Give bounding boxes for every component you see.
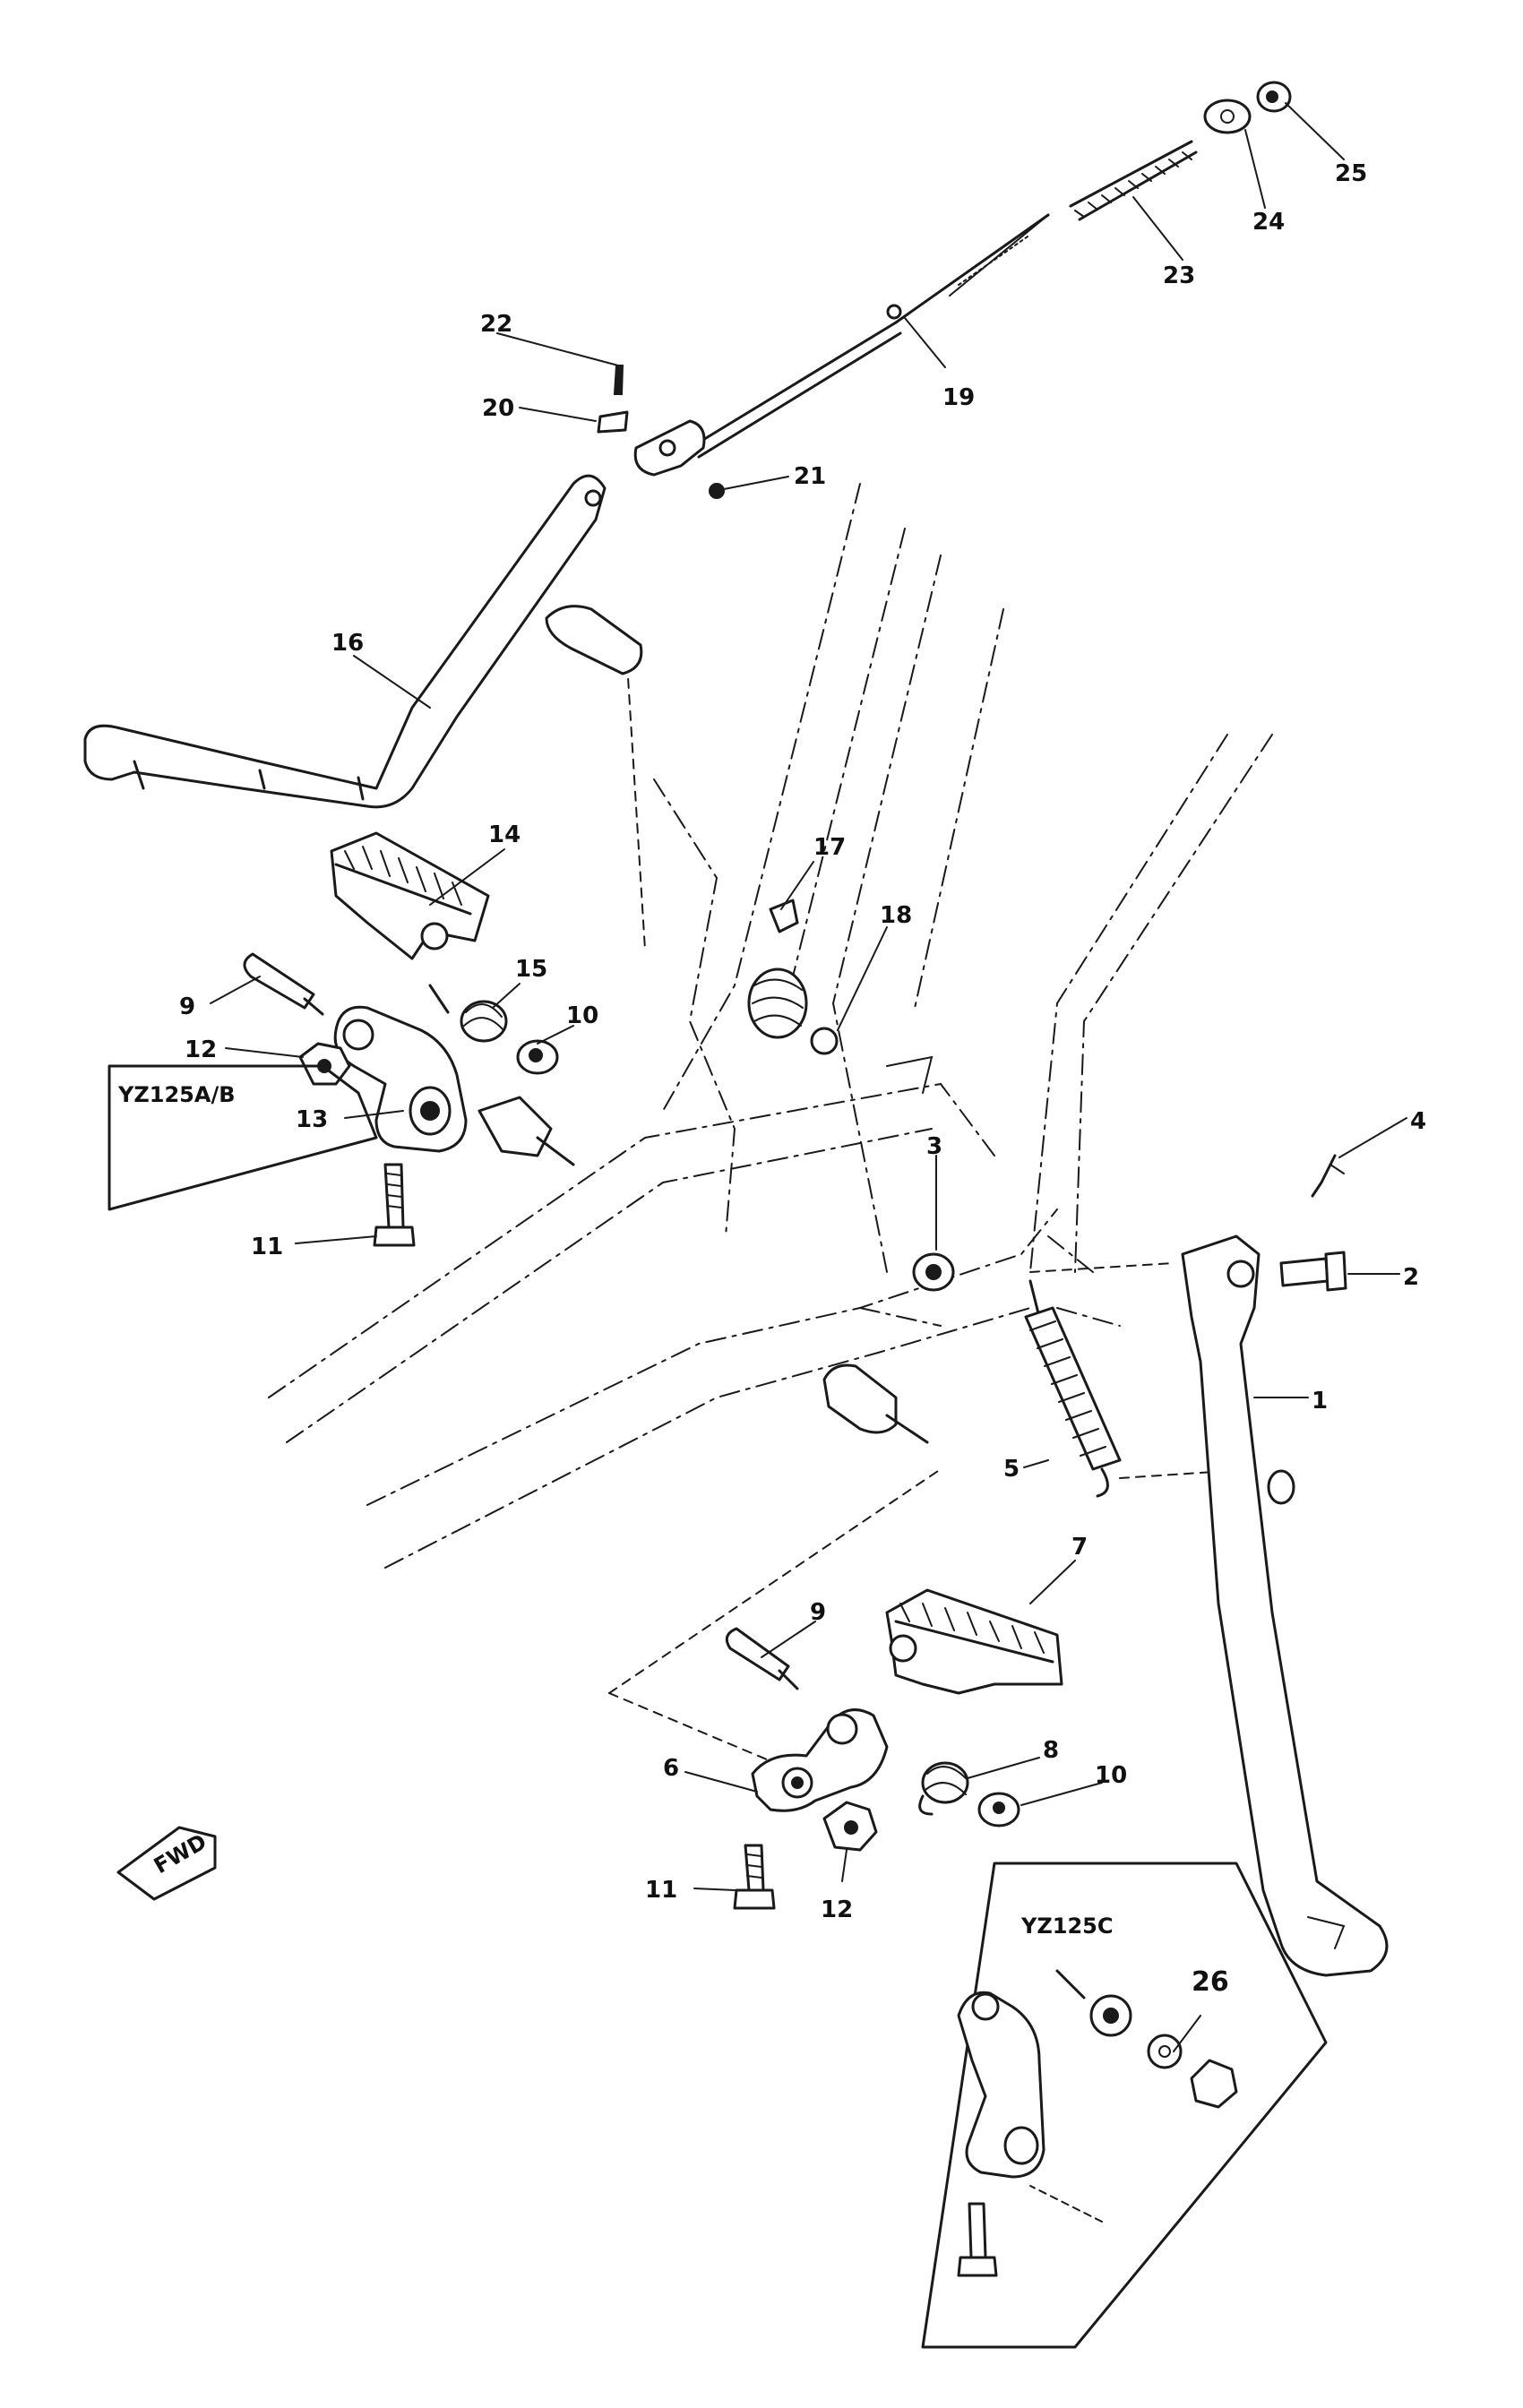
callout-15: 15 — [515, 956, 547, 983]
callout-3: 3 — [926, 1133, 942, 1160]
footrest-bracket-6 — [751, 1708, 889, 1812]
frame-phantom — [268, 483, 1273, 1569]
brake-rod-19 — [688, 213, 1050, 459]
callout-19: 19 — [942, 384, 975, 411]
callout-17: 17 — [813, 834, 846, 861]
adjuster-24 — [1203, 99, 1252, 134]
callout-23: 23 — [1163, 262, 1195, 289]
pin-9-right — [725, 1627, 799, 1690]
callout-21: 21 — [794, 463, 826, 490]
callout-9-right: 9 — [810, 1599, 826, 1626]
callout-24: 24 — [1252, 209, 1285, 236]
cotter-pin-4 — [1311, 1154, 1345, 1198]
sidestand-1 — [1181, 1234, 1389, 1977]
rod-spring-23 — [1069, 140, 1198, 221]
callout-12-right: 12 — [821, 1896, 853, 1923]
yz125c-inset — [921, 1862, 1328, 2349]
model-label-yz125c: YZ125C — [1020, 1914, 1114, 1939]
callout-labels: 1 2 3 4 5 6 7 8 9 9 10 10 11 11 12 12 13… — [179, 160, 1426, 1998]
nut-10-left — [516, 1039, 559, 1075]
nut-12-right — [822, 1801, 878, 1852]
callout-6: 6 — [663, 1755, 679, 1782]
callout-11-right: 11 — [645, 1877, 677, 1904]
callout-1: 1 — [1312, 1388, 1328, 1415]
bolt-2 — [1279, 1251, 1347, 1292]
clevis-assembly — [597, 365, 725, 499]
bolt-11-right — [733, 1844, 776, 1910]
nut-25 — [1256, 81, 1292, 113]
brake-pedal-16 — [83, 474, 643, 809]
callout-26: 26 — [1192, 1966, 1229, 1998]
footrest-7 — [885, 1588, 1063, 1695]
bolt-11-left — [373, 1163, 416, 1247]
callout-2: 2 — [1403, 1264, 1419, 1291]
nut-10-right — [977, 1792, 1020, 1828]
callout-16: 16 — [331, 630, 364, 657]
callout-12-left: 12 — [185, 1036, 217, 1063]
callout-25: 25 — [1335, 160, 1367, 187]
pivot-shaft — [822, 1363, 929, 1444]
spring-15 — [428, 984, 508, 1043]
footrest-14 — [330, 831, 490, 960]
callout-18: 18 — [880, 902, 912, 929]
model-label-yz125ab: YZ125A/B — [117, 1082, 236, 1107]
callout-14: 14 — [488, 821, 521, 848]
callout-5: 5 — [1003, 1456, 1020, 1483]
callout-10-right: 10 — [1095, 1762, 1127, 1789]
nut-12-left — [298, 1042, 351, 1086]
callout-11-left: 11 — [251, 1234, 283, 1260]
front-direction-arrow: FWD — [116, 1826, 217, 1901]
callout-7: 7 — [1071, 1534, 1088, 1561]
callout-leaders — [210, 102, 1407, 2052]
footrest-bracket-13 — [333, 1005, 468, 1153]
callout-20: 20 — [482, 395, 514, 422]
sidestand-spring-5 — [1024, 1279, 1122, 1498]
callout-13: 13 — [296, 1106, 328, 1133]
callout-22: 22 — [480, 311, 512, 338]
callout-4: 4 — [1410, 1108, 1426, 1135]
callout-10-left: 10 — [566, 1002, 598, 1029]
pin-9-left — [243, 952, 324, 1016]
callout-8: 8 — [1043, 1737, 1059, 1764]
collar-3 — [912, 1252, 955, 1292]
callout-9-left: 9 — [179, 993, 195, 1020]
spring-17 — [747, 899, 808, 1039]
spring-8 — [918, 1761, 969, 1816]
brake-switch — [478, 1096, 575, 1166]
pivot-18 — [810, 1027, 934, 1094]
